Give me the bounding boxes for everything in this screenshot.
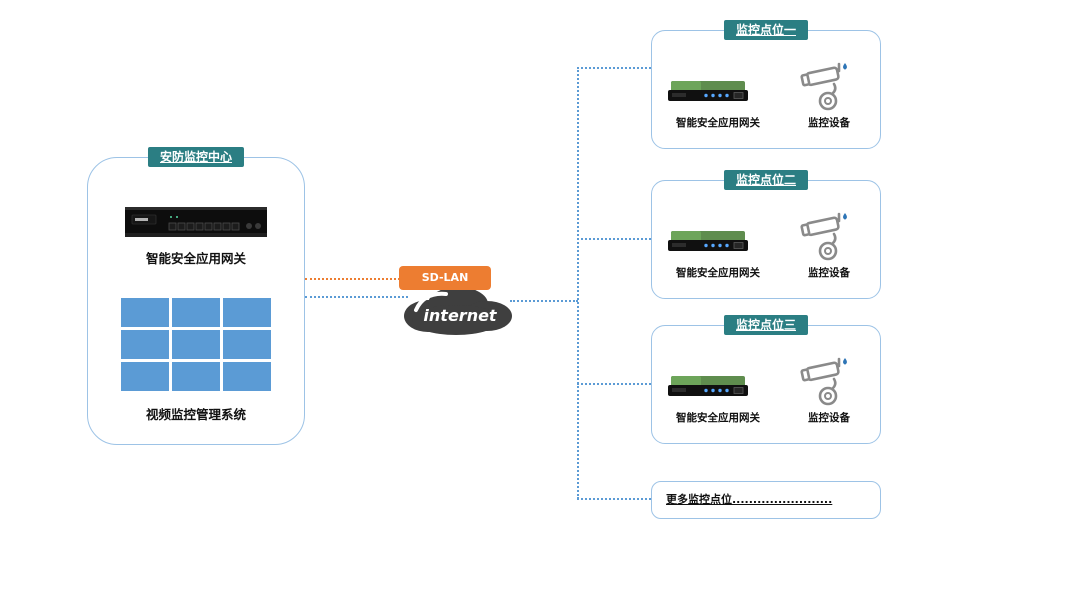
branch-to-more — [577, 498, 651, 500]
site-box-2: 监控点位二 智能安全应用网关 监控设备 — [651, 170, 881, 299]
internet-label: internet — [423, 306, 498, 325]
video-cell — [171, 298, 221, 328]
video-cell — [171, 329, 221, 360]
site-camera-label: 监控设备 — [808, 412, 850, 424]
cctv-camera-icon — [800, 357, 847, 406]
center-gateway-label: 智能安全应用网关 — [145, 251, 246, 266]
link-center-to-sdlan — [305, 278, 400, 280]
video-system-label: 视频监控管理系统 — [145, 407, 246, 422]
site-1-title-badge: 监控点位一 — [723, 20, 809, 40]
drop-icon — [843, 213, 847, 220]
cctv-camera-icon — [800, 62, 847, 111]
security-center-box: 安防监控中心 智能安全应用网关 视频监控管理系统 — [87, 147, 305, 445]
site-gateway-label: 智能安全应用网关 — [676, 267, 760, 279]
link-center-to-internet — [305, 296, 408, 298]
more-sites-label: 更多监控点位........................ — [666, 493, 833, 506]
site-3-title-badge: 监控点位三 — [723, 315, 809, 335]
site-gateway-image — [668, 376, 748, 396]
video-cell — [222, 329, 271, 360]
video-cell — [222, 298, 271, 328]
drop-icon — [843, 358, 847, 365]
branch-to-site-3 — [577, 383, 651, 385]
site-box-1: 监控点位一 智能安全应用网关 监控设备 — [651, 20, 881, 149]
video-cell — [222, 361, 271, 391]
site-gateway-label: 智能安全应用网关 — [676, 412, 760, 424]
video-cell — [171, 361, 221, 391]
branch-to-site-1 — [577, 67, 651, 69]
site-box-3: 监控点位三 智能安全应用网关 监控设备 — [651, 315, 881, 444]
site-gateway-image — [668, 231, 748, 251]
gateway-appliance-image — [125, 207, 267, 237]
video-cell — [121, 298, 170, 328]
link-internet-to-trunk — [510, 300, 578, 302]
video-wall-grid — [121, 298, 271, 391]
video-cell — [121, 361, 170, 391]
more-sites-box: 更多监控点位........................ — [651, 481, 881, 519]
site-2-title-badge: 监控点位二 — [723, 170, 809, 190]
video-cell — [121, 329, 170, 360]
cctv-camera-icon — [800, 212, 847, 261]
internet-cloud: internet — [404, 287, 512, 335]
sdlan-badge: SD-LAN — [399, 266, 491, 290]
site-camera-label: 监控设备 — [808, 267, 850, 279]
trunk-line — [577, 67, 579, 499]
site-gateway-label: 智能安全应用网关 — [676, 117, 760, 129]
site-camera-label: 监控设备 — [808, 117, 850, 129]
drop-icon — [843, 63, 847, 70]
site-gateway-image — [668, 81, 748, 101]
branch-to-site-2 — [577, 238, 651, 240]
security-center-title-badge: 安防监控中心 — [147, 147, 245, 167]
cloud-swoosh-icon — [414, 291, 448, 312]
